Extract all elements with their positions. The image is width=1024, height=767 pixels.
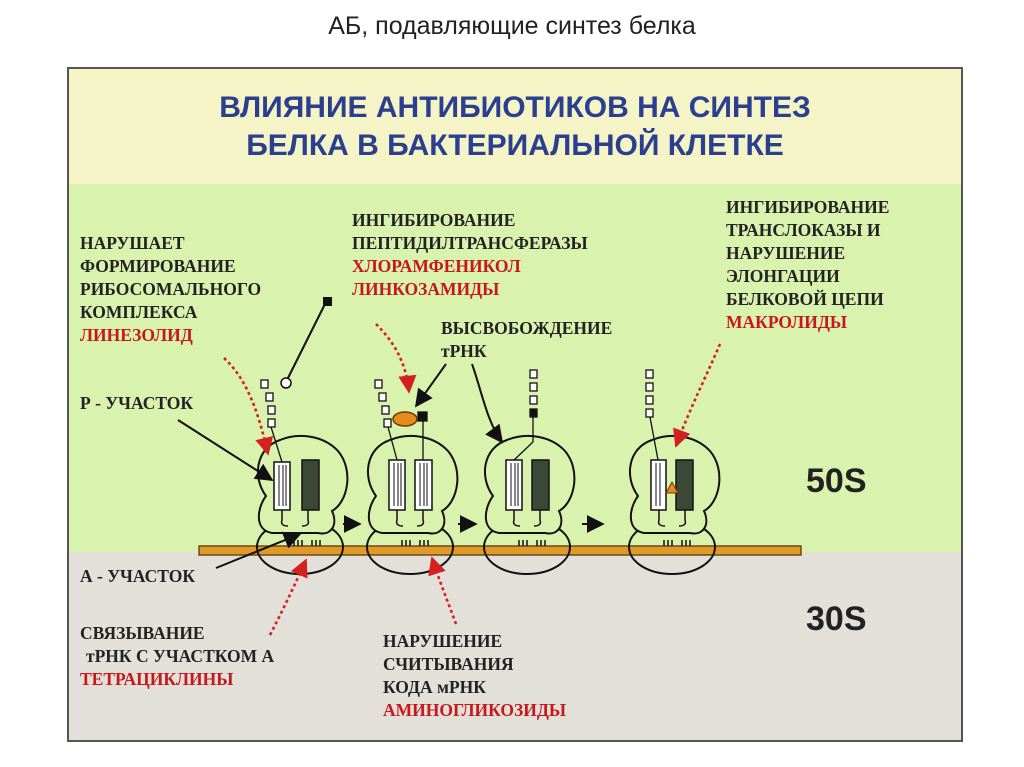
heading-band [69, 69, 961, 184]
ribosome-complex-line-2: ФОРМИРОВАНИЕ [80, 256, 236, 276]
ribosome-1-codon-marks [293, 540, 321, 546]
small-subunit-label: 30S [806, 600, 867, 638]
binding-label: СВЯЗЫВАНИЕ тРНК С УЧАСТКОМ А ТЕТРАЦИКЛИН… [80, 622, 274, 691]
drug-macrolides: МАКРОЛИДЫ [726, 312, 848, 332]
ribosome-3-trna-chain [513, 369, 538, 461]
drug-linezolid: ЛИНЕЗОЛИД [80, 325, 193, 345]
translocase-label: ИНГИБИРОВАНИЕ ТРАНСЛОКАЗЫ И НАРУШЕНИЕ ЭЛ… [726, 196, 889, 334]
a-site-label: А - УЧАСТОК [80, 566, 196, 586]
ribosome-complex-line-4: КОМПЛЕКСА [80, 302, 198, 322]
heading-line-1: ВЛИЯНИЕ АНТИБИОТИКОВ НА СИНТЕЗ [219, 91, 811, 124]
ribosome-2 [366, 379, 459, 575]
drug-tetracyclines: ТЕТРАЦИКЛИНЫ [80, 669, 234, 689]
p-site-slot [273, 461, 291, 511]
ribosome-4-trna-chain [645, 369, 659, 461]
ribosome-complex-line-1: НАРУШАЕТ [80, 233, 185, 253]
binding-line-1: СВЯЗЫВАНИЕ [80, 623, 205, 643]
peptidyl-line-2: ПЕПТИДИЛТРАНСФЕРАЗЫ [352, 233, 588, 253]
translocase-line-3: НАРУШЕНИЕ [726, 243, 846, 263]
inhibitor-molecule [392, 411, 418, 427]
drug-aminoglycosides: АМИНОГЛИКОЗИДЫ [383, 700, 567, 720]
large-subunit-label: 50S [806, 462, 867, 500]
macrolide-pointer [673, 343, 722, 448]
mrna-strand [198, 545, 802, 556]
ribosome-2-large-subunit [367, 434, 459, 535]
aminoglycoside-pointer [428, 556, 458, 625]
release-pointer-left [414, 363, 447, 408]
translocase-line-2: ТРАНСЛОКАЗЫ И [726, 220, 881, 240]
drug-lincosamides: ЛИНКОЗАМИДЫ [352, 279, 500, 299]
ribosome-1 [256, 297, 349, 575]
translocase-line-5: БЕЛКОВОЙ ЦЕПИ [726, 289, 884, 309]
ribosome-4-large-subunit [629, 434, 721, 535]
linezolid-pointer [223, 357, 274, 456]
ribosome-complex-label: НАРУШАЕТ ФОРМИРОВАНИЕ РИБОСОМАЛЬНОГО КОМ… [80, 232, 261, 347]
a-site-slot [301, 459, 320, 511]
linezolid-molecule [286, 301, 327, 381]
p-site-pointer [177, 419, 274, 481]
macrolide-molecule [665, 480, 679, 494]
p-site-label: Р - УЧАСТОК [80, 393, 194, 413]
reading-label: НАРУШЕНИЕ СЧИТЫВАНИЯ КОДА мРНК АМИНОГЛИК… [383, 630, 566, 722]
ribosome-2-trna-chain [374, 379, 428, 461]
tetracycline-pointer [268, 558, 308, 636]
ribosome-3-large-subunit [484, 434, 576, 535]
heading-line-2: БЕЛКА В БАКТЕРИАЛЬНОЙ КЛЕТКЕ [246, 129, 784, 162]
ribosome-1-trna-chain [260, 379, 283, 463]
translocase-line-4: ЭЛОНГАЦИИ [726, 266, 840, 286]
ribosome-complex-line-3: РИБОСОМАЛЬНОГО [80, 279, 262, 299]
ribosome-3 [483, 369, 576, 575]
peptidyl-line-1: ИНГИБИРОВАНИЕ [352, 210, 516, 230]
diagram-heading: ВЛИЯНИЕ АНТИБИОТИКОВ НА СИНТЕЗ БЕЛКА В Б… [69, 89, 961, 165]
label-pointers [177, 363, 504, 569]
reading-line-1: НАРУШЕНИЕ [383, 631, 503, 651]
a-site-pointer [215, 531, 302, 569]
chloramphenicol-pointer [375, 323, 417, 394]
ribosome-diagram [177, 297, 802, 636]
peptidyl-label: ИНГИБИРОВАНИЕ ПЕПТИДИЛТРАНСФЕРАЗЫ ХЛОРАМ… [352, 209, 588, 301]
release-line-2: тРНК [441, 341, 487, 361]
ribosome-4 [628, 369, 721, 575]
release-line-1: ВЫСВОБОЖДЕНИЕ [441, 318, 613, 338]
drug-chloramphenicol: ХЛОРАМФЕНИКОЛ [352, 256, 521, 276]
drug-pointers [223, 323, 722, 636]
release-label: ВЫСВОБОЖДЕНИЕ тРНК [441, 317, 612, 363]
reading-line-2: СЧИТЫВАНИЯ [383, 654, 514, 674]
translocase-line-1: ИНГИБИРОВАНИЕ [726, 197, 890, 217]
diagram-frame: ВЛИЯНИЕ АНТИБИОТИКОВ НА СИНТЕЗ БЕЛКА В Б… [67, 67, 963, 742]
slide-title: АБ, подавляющие синтез белка [328, 12, 696, 40]
binding-line-2: тРНК С УЧАСТКОМ А [86, 646, 275, 666]
release-pointer-right [471, 363, 504, 444]
small-subunit-zone [69, 552, 961, 740]
reading-line-3: КОДА мРНК [383, 677, 486, 697]
